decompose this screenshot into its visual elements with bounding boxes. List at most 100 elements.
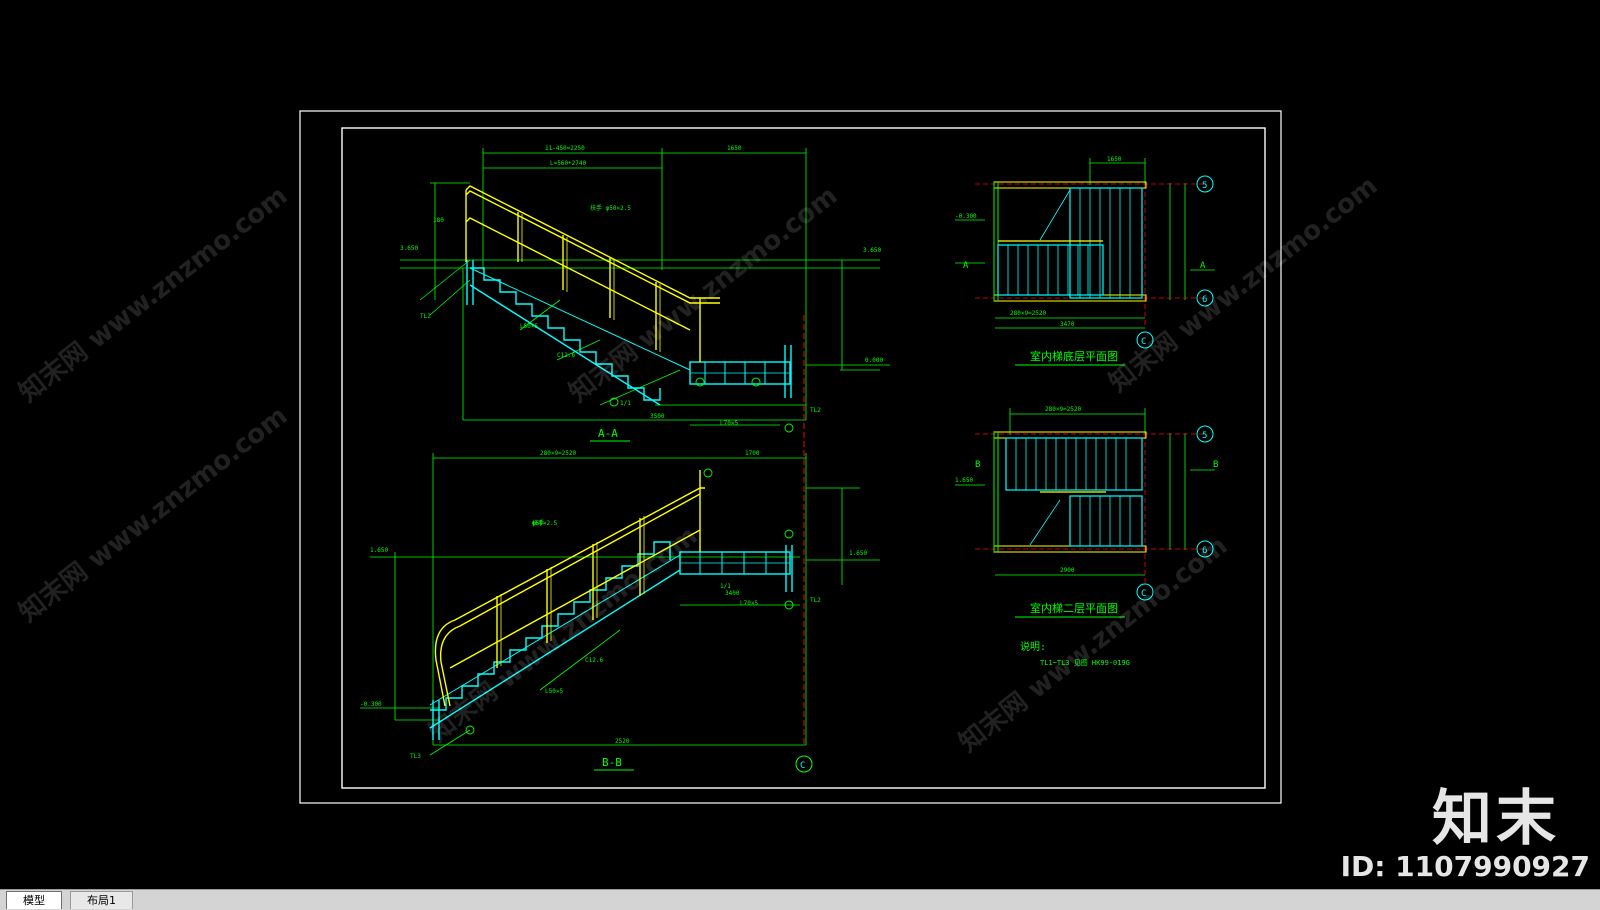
svg-text:6: 6 [1202, 295, 1207, 305]
plan2-lower-treads [1079, 496, 1131, 546]
bb-dimension-lines [360, 453, 880, 756]
svg-text:6: 6 [1202, 546, 1207, 556]
section-aa-label: A-A [598, 427, 618, 440]
plan2-cut-left: B [975, 460, 980, 470]
plan2-axis-bubble-5 [1196, 425, 1214, 443]
cad-drawing: 11-450=2250 L=560+2740 1650 3.650 3.650 … [299, 110, 1282, 804]
svg-text:5: 5 [1202, 181, 1207, 191]
plan1-upper-flight [1069, 187, 1143, 299]
plan-ground-floor: 1650 280×9=2520 3470 -0.300 5 6 C A A 室内… [955, 156, 1215, 366]
svg-text:1.650: 1.650 [849, 550, 867, 557]
svg-text:1650: 1650 [727, 145, 742, 152]
svg-text:280×9=2520: 280×9=2520 [1010, 310, 1047, 317]
svg-text:1650: 1650 [1107, 156, 1122, 163]
svg-text:C12.6: C12.6 [585, 657, 603, 664]
plan1-beam-top [993, 181, 1147, 189]
tab-model[interactable]: 模型 [6, 891, 62, 909]
aa-landing-joists [704, 362, 766, 384]
svg-text:280×9=2520: 280×9=2520 [540, 450, 577, 457]
tab-layout1[interactable]: 布局1 [70, 891, 133, 909]
plan1-cut-right: A [1200, 261, 1206, 271]
svg-text:-0.300: -0.300 [360, 701, 382, 708]
plan1-lower-flight [997, 244, 1104, 296]
svg-text:3400: 3400 [725, 590, 740, 597]
aa-stringer-top [469, 267, 691, 371]
plan2-dimension-lines [955, 408, 1215, 576]
svg-text:L70×5: L70×5 [720, 420, 738, 427]
svg-text:C12.6: C12.6 [557, 352, 575, 359]
svg-text:2520: 2520 [615, 738, 630, 745]
svg-text:3.650: 3.650 [400, 245, 418, 252]
plan1-axis-bubble-6 [1196, 289, 1214, 307]
section-b-b: 280×9=2520 1700 φ50×2.5 1.650 1.650 -0.3… [360, 450, 880, 773]
aa-stringer-bottom [469, 284, 661, 406]
plan2-axis-bubble-6 [1196, 540, 1214, 558]
watermark-logo: 知末 [1432, 784, 1560, 854]
layout-tab-bar: 模型 布局1 [0, 889, 1600, 910]
svg-text:L50×5: L50×5 [520, 323, 538, 330]
plan1-upper-treads [1079, 188, 1131, 298]
aa-dimension-text: 11-450=2250 L=560+2740 1650 3.650 3.650 … [400, 145, 883, 427]
svg-text:φ50×2.5: φ50×2.5 [532, 520, 558, 527]
svg-text:L=560+2740: L=560+2740 [550, 160, 587, 167]
bb-posts [432, 545, 793, 740]
svg-text:1/1: 1/1 [620, 400, 631, 407]
plan2-cut-right: B [1213, 460, 1218, 470]
svg-text:3.650: 3.650 [863, 247, 881, 254]
section-bb-label: B-B [602, 756, 622, 769]
plan2-axis-bubble-c [1136, 583, 1154, 601]
svg-text:280×9=2520: 280×9=2520 [1045, 406, 1082, 413]
svg-text:C: C [1141, 589, 1146, 599]
bb-handrail-label: 扶手 [532, 519, 544, 527]
bb-detail-bubbles [465, 468, 794, 735]
outer-sheet-frame [299, 110, 1282, 804]
plan2-beam-top [993, 431, 1147, 439]
bb-dimension-text: 280×9=2520 1700 φ50×2.5 1.650 1.650 -0.3… [360, 450, 867, 760]
bb-stringer-top [429, 554, 681, 706]
aa-posts [466, 260, 792, 398]
plan1-axis-bubble-c [1136, 331, 1154, 349]
plan-second-title: 室内梯二层平面图 [1030, 601, 1118, 615]
plan1-dimension-lines [955, 158, 1215, 329]
svg-text:1.650: 1.650 [370, 547, 388, 554]
notes-title: 说明: [1020, 640, 1046, 653]
svg-text:TL2: TL2 [810, 597, 821, 604]
plan2-lower-flight [1069, 495, 1143, 547]
plan1-axis-bubble-5 [1196, 175, 1214, 193]
bb-handrail [434, 470, 705, 707]
aa-detail-bubbles [609, 377, 794, 433]
svg-text:TL2: TL2 [420, 313, 431, 320]
plan2-text: 280×9=2520 2900 1.650 [955, 406, 1082, 574]
svg-text:TL2: TL2 [810, 407, 821, 414]
aa-handrail-inner [521, 214, 661, 352]
svg-text:C: C [800, 761, 805, 771]
watermark-image-id: ID: 1107990927 [1340, 850, 1590, 883]
svg-text:C: C [1141, 337, 1146, 347]
svg-text:-0.300: -0.300 [955, 213, 977, 220]
bb-stringer-bottom [429, 569, 681, 729]
cad-model-viewport[interactable]: 11-450=2250 L=560+2740 1650 3.650 3.650 … [0, 0, 1600, 889]
svg-text:TL3: TL3 [410, 753, 421, 760]
plan2-upper-treads [1015, 438, 1127, 490]
svg-text:1700: 1700 [745, 450, 760, 457]
svg-text:1/1: 1/1 [720, 583, 731, 590]
aa-dimension-lines [400, 148, 890, 426]
plan1-cut-left: A [963, 261, 969, 271]
inner-sheet-frame [341, 127, 1266, 789]
axis-bubble-c-section [795, 755, 813, 773]
svg-text:3470: 3470 [1060, 321, 1075, 328]
svg-text:L70×5: L70×5 [740, 600, 758, 607]
svg-text:0.000: 0.000 [865, 357, 883, 364]
plan-ground-title: 室内梯底层平面图 [1030, 349, 1118, 363]
plan-second-floor: 280×9=2520 2900 1.650 5 6 C B B 室内梯二层平面图 [955, 406, 1218, 618]
bb-stair-steps [430, 541, 671, 711]
svg-text:5: 5 [1202, 431, 1207, 441]
svg-text:扶手 φ50×2.5: 扶手 φ50×2.5 [590, 204, 631, 212]
bb-landing-joists [699, 552, 767, 574]
aa-handrail [465, 185, 720, 362]
svg-text:3500: 3500 [650, 413, 665, 420]
plan1-text: 1650 280×9=2520 3470 -0.300 [955, 156, 1122, 328]
section-a-a: 11-450=2250 L=560+2740 1650 3.650 3.650 … [400, 145, 890, 442]
svg-text:180: 180 [433, 217, 444, 224]
notes-text: TL1~TL3 见图 HK99-019G [1040, 659, 1130, 667]
